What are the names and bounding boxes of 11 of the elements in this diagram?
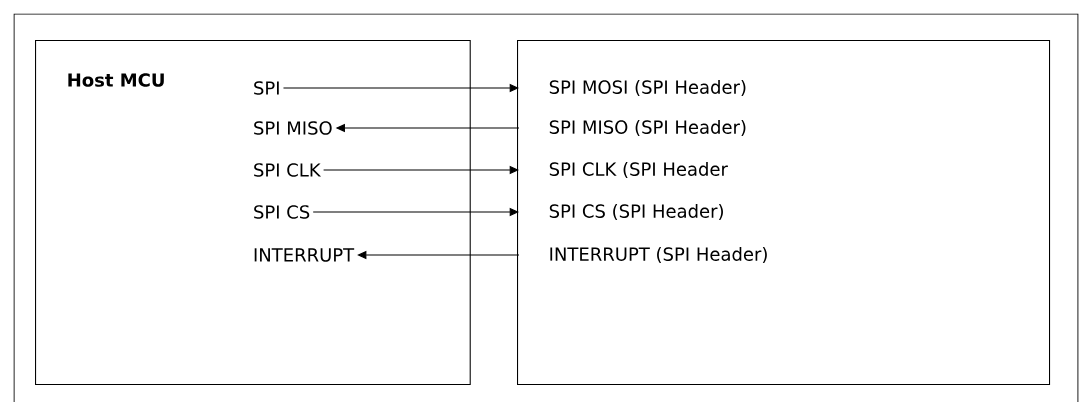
signal-label: SPI CS <box>254 205 310 219</box>
signal-label: SPI MISO (SPI Header) <box>549 119 746 137</box>
block-box <box>517 40 1051 386</box>
signal-label: INTERRUPT (SPI Header) <box>550 246 767 264</box>
signal-label: SPI <box>254 81 279 95</box>
signal-label: SPI CLK (SPI Header <box>549 161 728 179</box>
signal-label: SPI CLK <box>254 163 322 177</box>
signal-label: INTERRUPT <box>254 248 355 262</box>
signal-label: SPI MOSI (SPI Header) <box>549 79 746 97</box>
signal-label: SPI MISO <box>254 121 332 135</box>
signal-label: SPI CS (SPI Header) <box>549 203 723 221</box>
